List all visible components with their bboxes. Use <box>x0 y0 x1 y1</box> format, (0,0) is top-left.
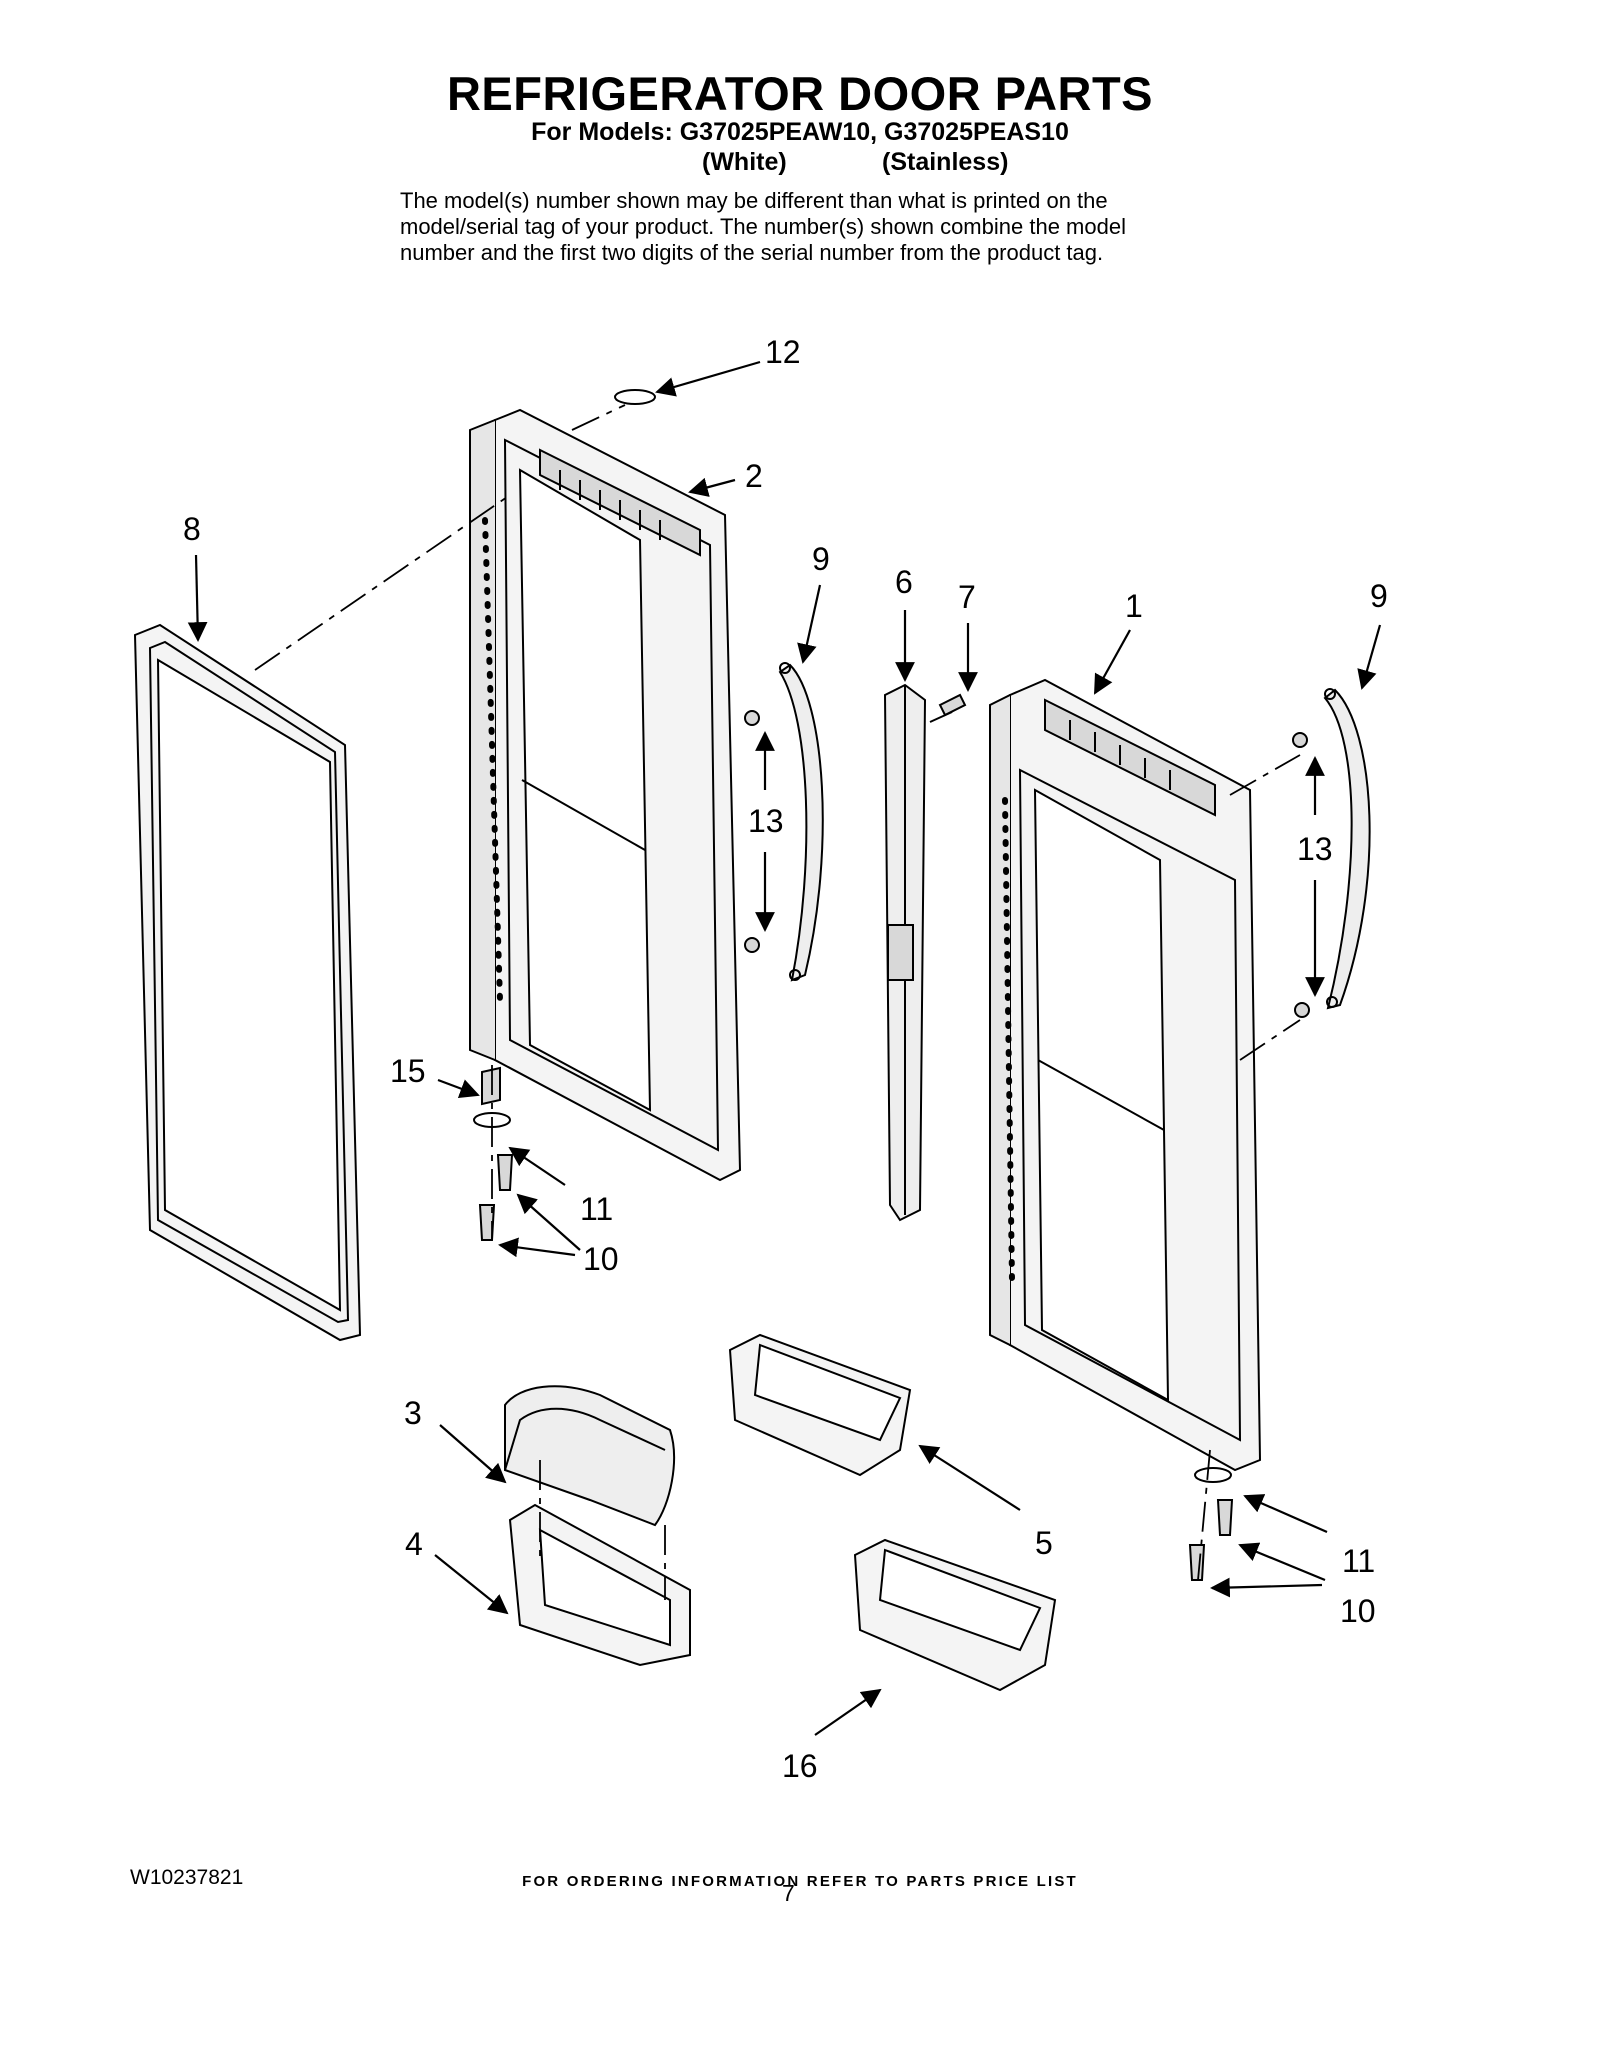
callout-13-right: 13 <box>1297 831 1333 867</box>
left-hinge-screw-part <box>496 1154 514 1191</box>
dairy-bin-part <box>508 1503 691 1667</box>
leader-1 <box>1094 629 1131 695</box>
leader-10-right-a <box>1238 1542 1326 1582</box>
handle-stud-part <box>744 710 760 726</box>
leader-4 <box>434 1554 509 1615</box>
dairy-door-cover-part <box>504 1385 676 1527</box>
left-door-part <box>469 408 742 1182</box>
right-door-part <box>989 678 1262 1472</box>
callout-2: 2 <box>745 458 763 494</box>
hinge-bushing-part <box>481 1066 501 1106</box>
door-bin-part <box>728 1333 912 1477</box>
leader-9-left <box>797 584 822 664</box>
leader-8 <box>187 554 208 642</box>
model-number-note: The model(s) number shown may be differe… <box>400 188 1220 266</box>
callout-9-right: 9 <box>1370 578 1388 614</box>
model-variants: (White) (Stainless) <box>0 148 1600 178</box>
leader-10-left-a <box>516 1193 581 1251</box>
ordering-info: FOR ORDERING INFORMATION REFER TO PARTS … <box>522 1873 1078 1890</box>
handle-stud-part <box>1294 1002 1310 1018</box>
callout-10-right: 10 <box>1340 1593 1376 1629</box>
right-handle-alignment-line <box>1229 754 1301 796</box>
cap-alignment-line <box>571 404 626 431</box>
leader-11-left <box>508 1146 566 1186</box>
right-door-handle-part <box>1323 688 1371 1010</box>
callout-5: 5 <box>1035 1525 1053 1561</box>
callout-12: 12 <box>765 334 801 370</box>
leader-9-right <box>1357 624 1382 690</box>
callout-10-left: 10 <box>583 1241 619 1277</box>
callout-13-left: 13 <box>748 803 784 839</box>
leader-11-right <box>1243 1494 1328 1534</box>
right-handle-lower-alignment-line <box>1239 1019 1301 1061</box>
mullion-screw-part <box>929 693 967 723</box>
note-line-3: number and the first two digits of the s… <box>400 240 1104 265</box>
leader-2 <box>688 477 736 497</box>
center-mullion-part <box>883 683 927 1222</box>
document-number: W10237821 <box>130 1866 244 1889</box>
right-hinge-screw-part <box>1188 1544 1206 1581</box>
callout-1: 1 <box>1125 588 1143 624</box>
callout-11-right: 11 <box>1342 1543 1375 1579</box>
callout-6: 6 <box>895 564 913 600</box>
callout-4: 4 <box>405 1526 423 1562</box>
note-line-1: The model(s) number shown may be differe… <box>400 188 1108 213</box>
callout-8: 8 <box>183 511 201 547</box>
leader-16 <box>814 1688 882 1736</box>
callout-3: 3 <box>404 1395 422 1431</box>
door-gasket-part <box>133 623 362 1342</box>
leader-12 <box>655 360 761 397</box>
leader-5 <box>918 1444 1021 1511</box>
left-door-handle-part <box>778 662 824 982</box>
lower-door-bin-part <box>853 1538 1057 1692</box>
leader-10-left-b <box>498 1237 576 1258</box>
page-title: REFRIGERATOR DOOR PARTS <box>446 67 1154 120</box>
leader-15 <box>437 1078 480 1099</box>
right-hinge-washer-part <box>1194 1467 1232 1483</box>
leader-10-right-b <box>1210 1577 1323 1598</box>
right-hinge-alignment-line <box>1197 1449 1211 1581</box>
handle-stud-part <box>744 937 760 953</box>
note-line-2: model/serial tag of your product. The nu… <box>400 214 1126 239</box>
right-hinge-screw-part <box>1216 1499 1234 1536</box>
callout-15: 15 <box>390 1053 426 1089</box>
leader-3 <box>439 1424 507 1484</box>
variant-stainless-label: (Stainless) <box>882 148 1009 176</box>
callout-16: 16 <box>782 1748 818 1784</box>
hinge-cap-part <box>614 389 656 405</box>
callout-11-left: 11 <box>580 1191 613 1227</box>
callout-9-left: 9 <box>812 541 830 577</box>
models-line: For Models: G37025PEAW10, G37025PEAS10 <box>531 118 1069 146</box>
handle-stud-part <box>1292 732 1308 748</box>
variant-white-label: (White) <box>702 148 787 176</box>
page-number: 7 <box>782 1880 795 1906</box>
callout-7: 7 <box>958 579 976 615</box>
